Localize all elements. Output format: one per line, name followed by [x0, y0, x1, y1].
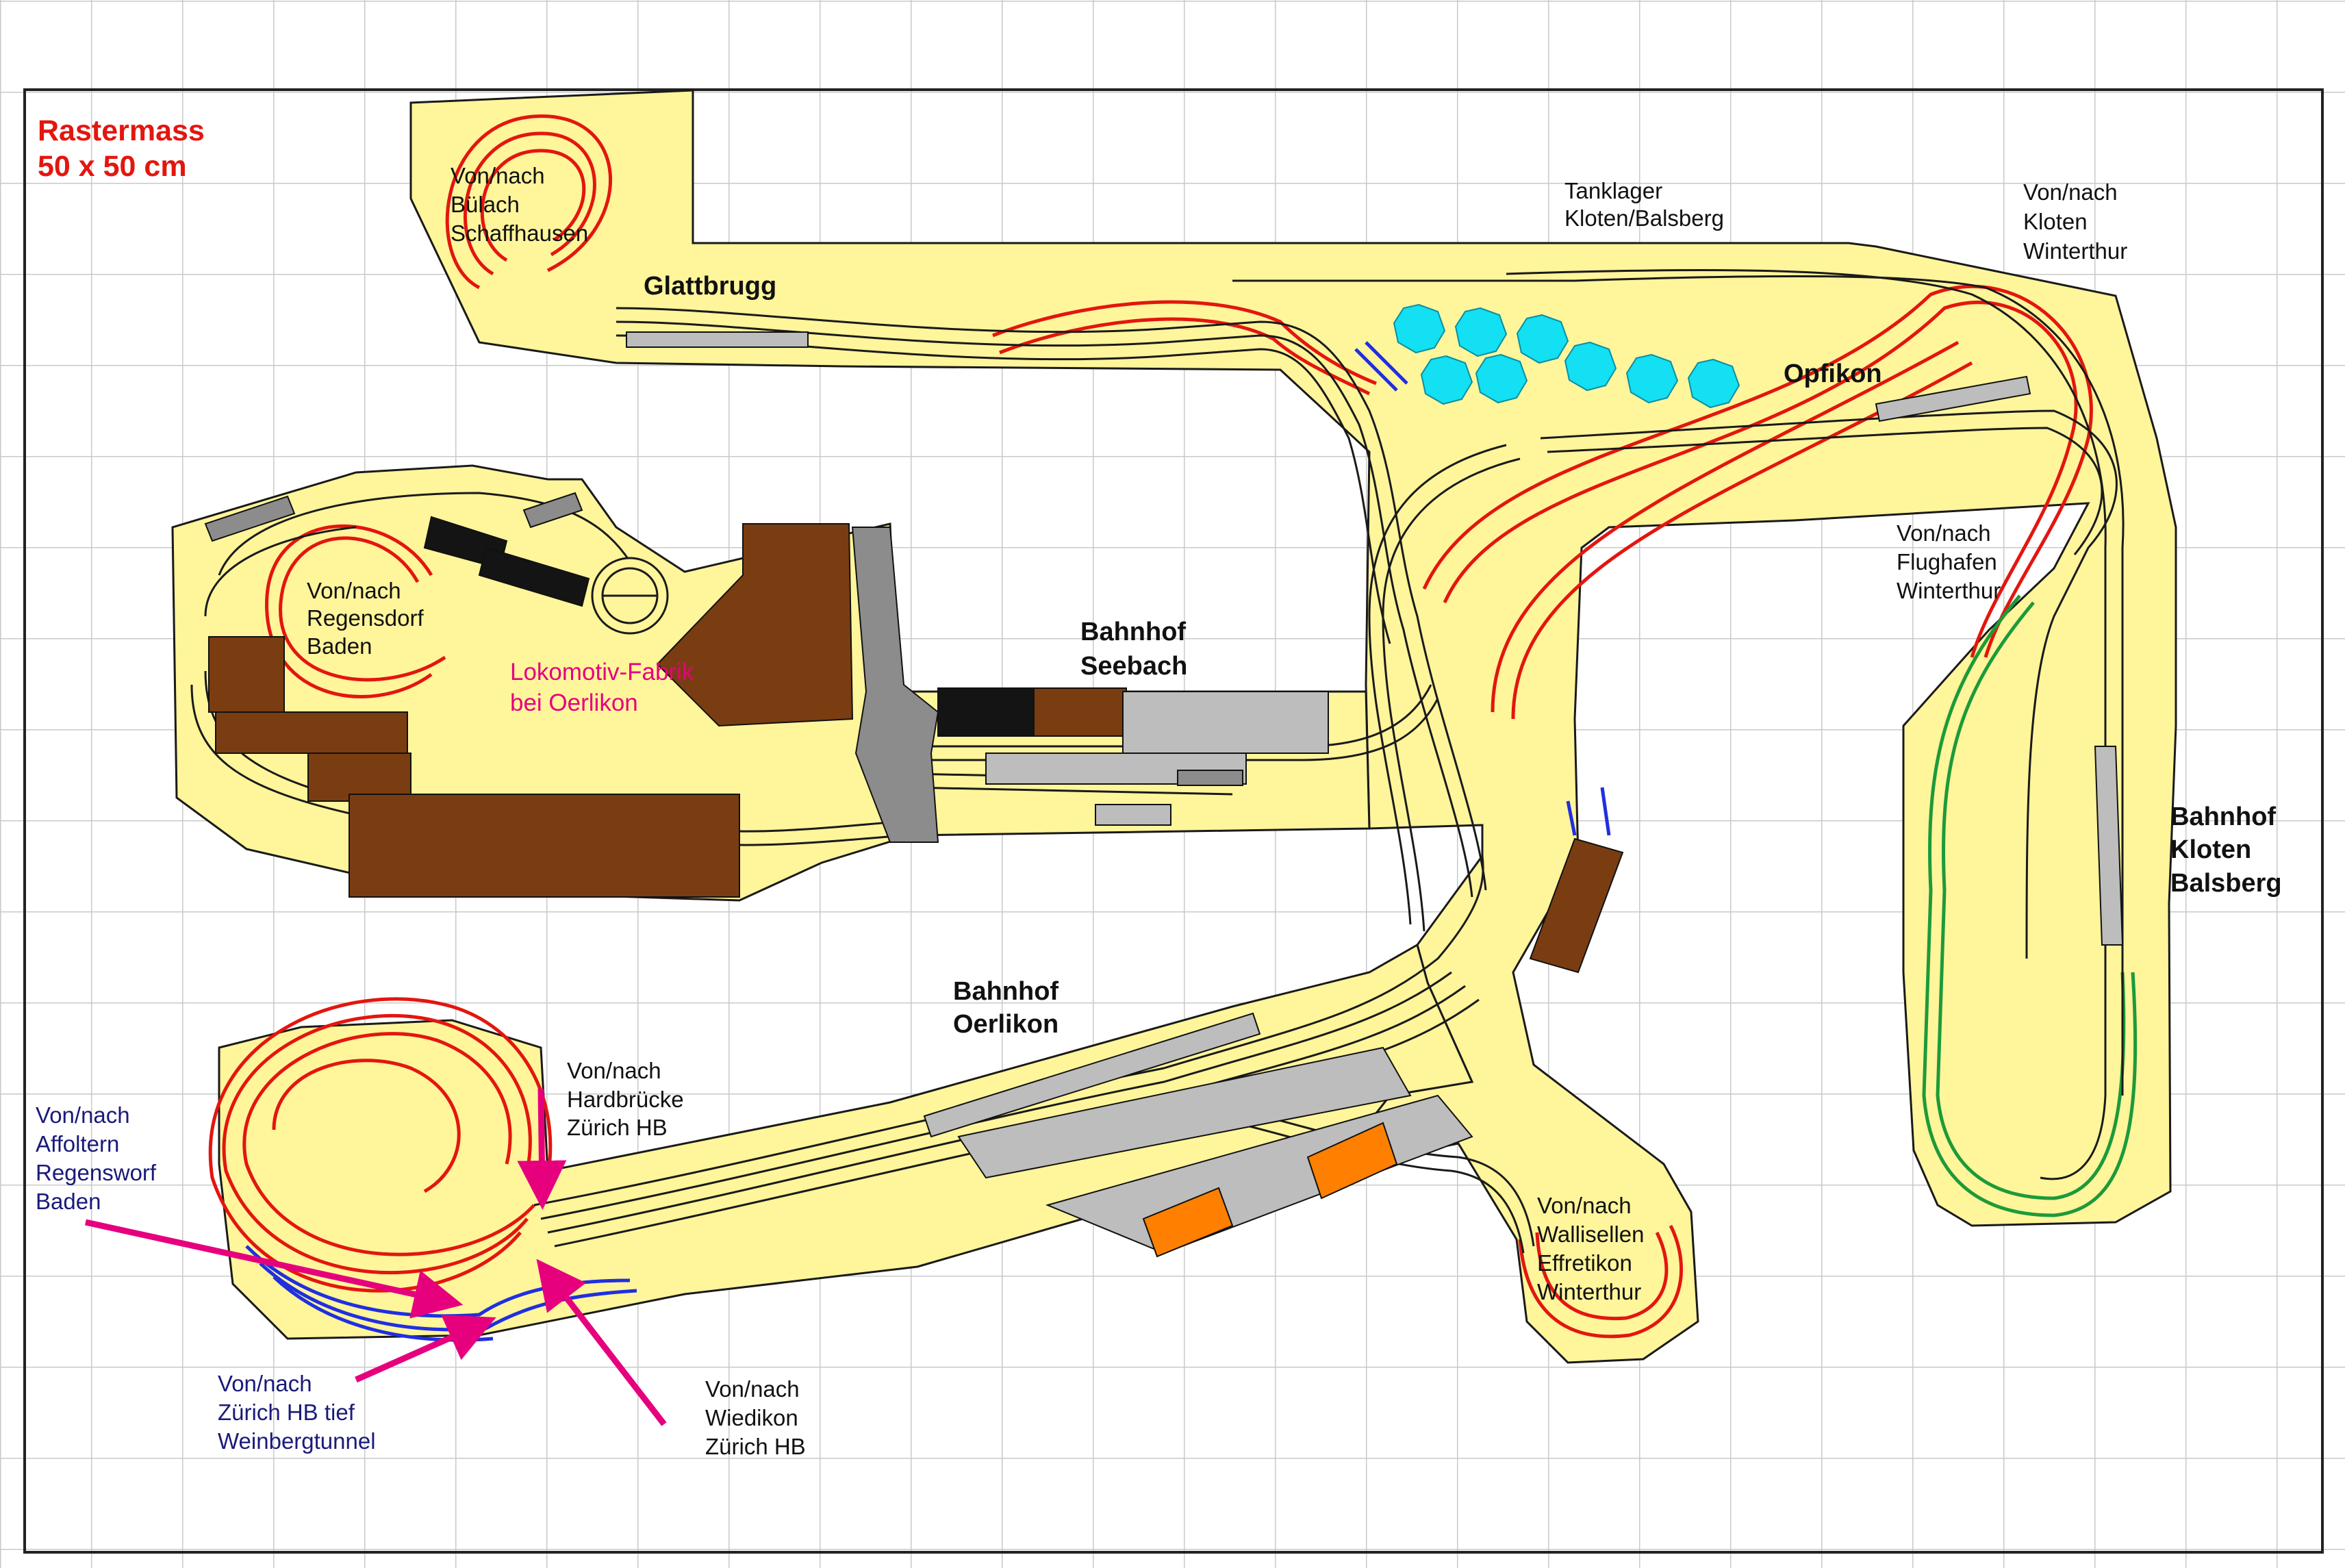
- tank-8: [1475, 353, 1528, 404]
- dark-loco-shed-2: [478, 546, 590, 607]
- seebach-gray-4: [1177, 770, 1243, 786]
- label-affoltern-2: Affoltern: [36, 1131, 119, 1156]
- label-affoltern-4: Baden: [36, 1189, 101, 1214]
- station-seebach-line2: Seebach: [1080, 652, 1187, 681]
- gray-ramp-seebach: [851, 527, 939, 843]
- label-tanklager-2: Kloten/Balsberg: [1564, 205, 1724, 231]
- label-buelach-3: Schaffhausen: [451, 220, 588, 246]
- station-seebach-line1: Bahnhof: [1080, 618, 1186, 646]
- label-weinberg-1: Von/nach: [218, 1371, 312, 1396]
- kloten-platform: [2094, 746, 2124, 946]
- label-flughafen-3: Winterthur: [1897, 578, 2001, 603]
- label-wallisellen-1: Von/nach: [1537, 1193, 1632, 1218]
- station-labels: Glattbrugg Opfikon Bahnhof Seebach Bahnh…: [644, 272, 2282, 1039]
- label-lokfabrik-1: Lokomotiv-Fabrik: [510, 659, 694, 685]
- oerlikon-platform-1: [923, 1012, 1261, 1138]
- route-labels-navy: Von/nach Affoltern Regensworf Baden Von/…: [36, 1102, 376, 1454]
- label-buelach-1: Von/nach: [451, 163, 545, 188]
- station-oerlikon-line2: Oerlikon: [953, 1010, 1059, 1039]
- label-flughafen-2: Flughafen: [1897, 549, 1997, 574]
- seebach-gray-3: [1095, 804, 1171, 826]
- tank-5: [1625, 353, 1679, 404]
- route-labels: Von/nach Bülach Schaffhausen Tanklager K…: [307, 163, 2127, 1459]
- label-buelach-2: Bülach: [451, 192, 520, 217]
- orange-depot-1: [1306, 1122, 1398, 1200]
- arrow-wiedikon: [536, 1259, 667, 1426]
- hidden-tracks: [208, 114, 2093, 1339]
- shed-lokfabrik-4: [656, 523, 854, 727]
- label-weinberg-2: Zürich HB tief: [218, 1400, 355, 1425]
- tank-2: [1454, 307, 1508, 357]
- station-kloten-line3: Balsberg: [2170, 869, 2282, 898]
- oerlikon-platform-2: [957, 1046, 1412, 1179]
- arrow-hardbruecke: [517, 1088, 567, 1210]
- label-regensdorf-2: Regensdorf: [307, 605, 424, 631]
- label-lokfabrik-2: bei Oerlikon: [510, 690, 638, 716]
- shed-lokfabrik-3: [348, 794, 740, 898]
- label-weinberg-3: Weinbergtunnel: [218, 1428, 376, 1454]
- label-hardbruecke-3: Zürich HB: [567, 1115, 668, 1140]
- label-wiedikon-3: Zürich HB: [705, 1434, 806, 1459]
- label-regensdorf-1: Von/nach: [307, 578, 401, 603]
- label-affoltern-3: Regensworf: [36, 1160, 157, 1185]
- shed-wallisellen: [1529, 837, 1624, 974]
- label-kloten-winterthur-1: Von/nach: [2023, 179, 2118, 205]
- label-wallisellen-3: Effretikon: [1537, 1250, 1632, 1276]
- scale-note: Rastermass 50 x 50 cm: [38, 114, 205, 183]
- label-hardbruecke-2: Hardbrücke: [567, 1087, 684, 1112]
- arrow-weinberg: [355, 1315, 496, 1383]
- label-wallisellen-4: Winterthur: [1537, 1279, 1641, 1304]
- tank-7: [1420, 355, 1473, 405]
- base-upper: [409, 89, 2177, 1364]
- green-tracks: [1922, 594, 2138, 1217]
- scale-note-line1: Rastermass: [38, 114, 205, 147]
- label-regensdorf-3: Baden: [307, 633, 372, 659]
- orange-depot-2: [1142, 1187, 1234, 1258]
- arrow-affoltern: [85, 1219, 464, 1319]
- gray-small-lok: [522, 492, 583, 529]
- shed-seebach-1: [1033, 687, 1127, 737]
- tank-6: [1687, 358, 1740, 409]
- seebach-gray-1: [1122, 691, 1329, 754]
- direction-arrows: [85, 1088, 667, 1426]
- tank-3: [1516, 314, 1569, 364]
- label-tanklager-1: Tanklager: [1564, 178, 1662, 203]
- lokfabrik-label: Lokomotiv-Fabrik bei Oerlikon: [510, 659, 694, 716]
- label-kloten-winterthur-2: Kloten: [2023, 209, 2088, 234]
- label-wiedikon-2: Wiedikon: [705, 1405, 798, 1430]
- tank-farm: [1393, 303, 1740, 409]
- label-wallisellen-2: Wallisellen: [1537, 1222, 1645, 1247]
- plan-frame: [23, 88, 2324, 1554]
- shed-lokfabrik-1: [215, 711, 408, 754]
- station-opfikon: Opfikon: [1784, 359, 1882, 388]
- turntable: [591, 557, 669, 635]
- glattbrugg-platform: [626, 331, 809, 348]
- shed-regensdorf-1: [208, 636, 285, 713]
- tank-4: [1564, 341, 1617, 392]
- label-flughafen-1: Von/nach: [1897, 520, 1991, 546]
- scale-note-line2: 50 x 50 cm: [38, 150, 187, 183]
- opfikon-platform: [1875, 375, 2031, 422]
- station-kloten-line2: Kloten: [2170, 835, 2251, 864]
- buildings: [204, 331, 2124, 1258]
- gray-small-regensdorf: [204, 495, 296, 542]
- tank-1: [1393, 303, 1446, 354]
- station-glattbrugg: Glattbrugg: [644, 272, 776, 301]
- label-wiedikon-1: Von/nach: [705, 1376, 800, 1402]
- seebach-dark-block: [937, 687, 1035, 737]
- shed-lokfabrik-2: [307, 753, 411, 802]
- station-oerlikon-line1: Bahnhof: [953, 977, 1059, 1006]
- label-hardbruecke-1: Von/nach: [567, 1058, 661, 1083]
- station-kloten-line1: Bahnhof: [2170, 802, 2276, 831]
- label-kloten-winterthur-3: Winterthur: [2023, 238, 2127, 264]
- label-affoltern-1: Von/nach: [36, 1102, 130, 1128]
